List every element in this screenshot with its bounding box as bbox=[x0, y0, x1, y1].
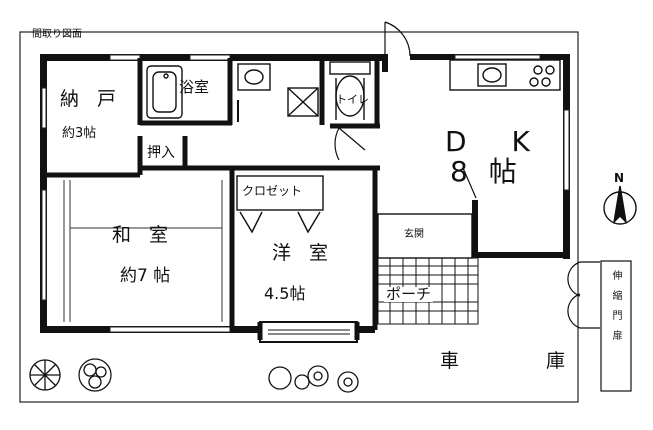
north-label: N bbox=[614, 171, 625, 185]
dk-room-size: 8 帖 bbox=[450, 155, 523, 188]
window-strips bbox=[41, 54, 570, 333]
shrubs bbox=[29, 358, 359, 393]
kitchen-counter bbox=[449, 59, 561, 91]
toilet-fixture bbox=[329, 61, 371, 120]
toilet-room-name: トイレ bbox=[336, 93, 369, 106]
lot-boundary bbox=[19, 31, 579, 403]
entrance-outline bbox=[377, 213, 473, 259]
gate-label: 伸縮門扉 bbox=[610, 270, 621, 350]
washitsu-room-size: 約7 帖 bbox=[120, 266, 171, 286]
gate-outline bbox=[567, 260, 632, 392]
push-closet-name: 押入 bbox=[147, 145, 175, 161]
storage-room-size: 約3帖 bbox=[62, 126, 97, 141]
porch-name: ポーチ bbox=[384, 285, 434, 303]
tatami-lines bbox=[63, 180, 223, 322]
bathtub bbox=[146, 65, 183, 119]
dk-room-name: D K bbox=[445, 125, 548, 158]
door-swings bbox=[334, 21, 477, 199]
closet-name: クロゼット bbox=[242, 184, 303, 198]
garage-label: 車 庫 bbox=[440, 350, 600, 372]
youshitsu-room-name: 洋 室 bbox=[272, 242, 335, 264]
youshitsu-room-size: 4.5帖 bbox=[264, 284, 306, 303]
entrance-name: 玄関 bbox=[404, 229, 424, 240]
plan-caption: 間取り図面 bbox=[32, 29, 82, 40]
closet-doors bbox=[150, 167, 324, 234]
bay-window bbox=[259, 321, 358, 343]
washroom-fixtures bbox=[237, 63, 319, 122]
washitsu-room-name: 和 室 bbox=[112, 224, 175, 246]
north-compass bbox=[603, 185, 637, 225]
storage-room-name: 納 戸 bbox=[60, 88, 123, 110]
porch-tiles bbox=[377, 257, 479, 325]
bath-room-name: 浴室 bbox=[179, 78, 210, 96]
